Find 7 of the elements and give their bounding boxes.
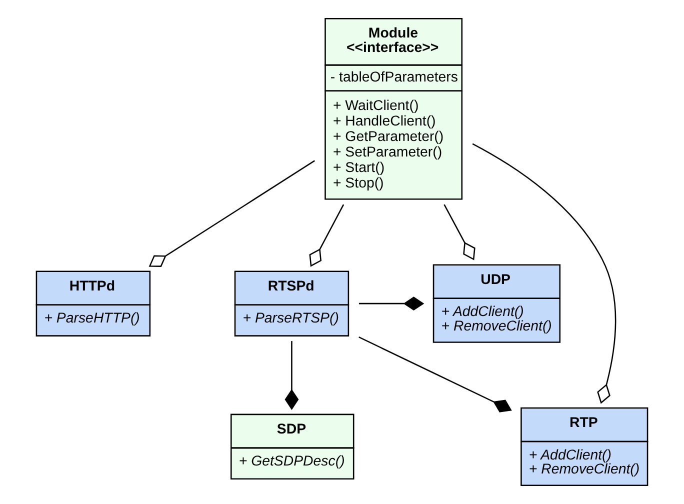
connector [472,143,616,404]
connector [444,204,476,260]
connector [358,336,512,412]
connector [284,341,299,410]
connector [148,160,315,267]
connector [309,204,344,267]
connector [358,296,424,311]
